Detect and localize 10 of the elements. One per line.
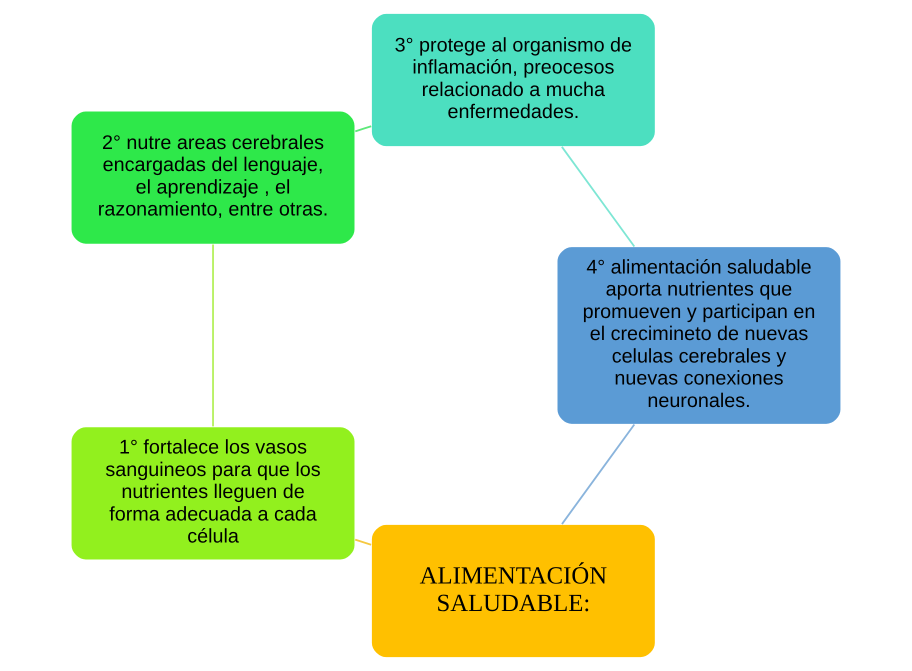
connector xyxy=(561,146,636,248)
connector xyxy=(354,538,372,546)
connector xyxy=(355,125,372,132)
node-box: 3° protege al organismo de inflamación, preocesos relacionado a mucha enfermedades. xyxy=(370,12,656,148)
node-box: 4° alimentación saludable aporta nutrientes que promueven y participan en el crecimineto de nuevas celulas cerebrales y nuevas conexiones neuronales. xyxy=(556,246,842,426)
node-box: ALIMENTACIÓN SALUDABLE: xyxy=(370,524,656,658)
node-box: 1° fortalece los vasos sanguineos para que los nutrientes lleguen de forma adecuada a cada célula xyxy=(70,426,356,561)
connector xyxy=(561,424,636,525)
node-box: 2° nutre areas cerebrales encargadas del lenguaje, el aprendizaje , el razonamiento, entre otras. xyxy=(70,110,356,245)
connector xyxy=(212,244,214,426)
